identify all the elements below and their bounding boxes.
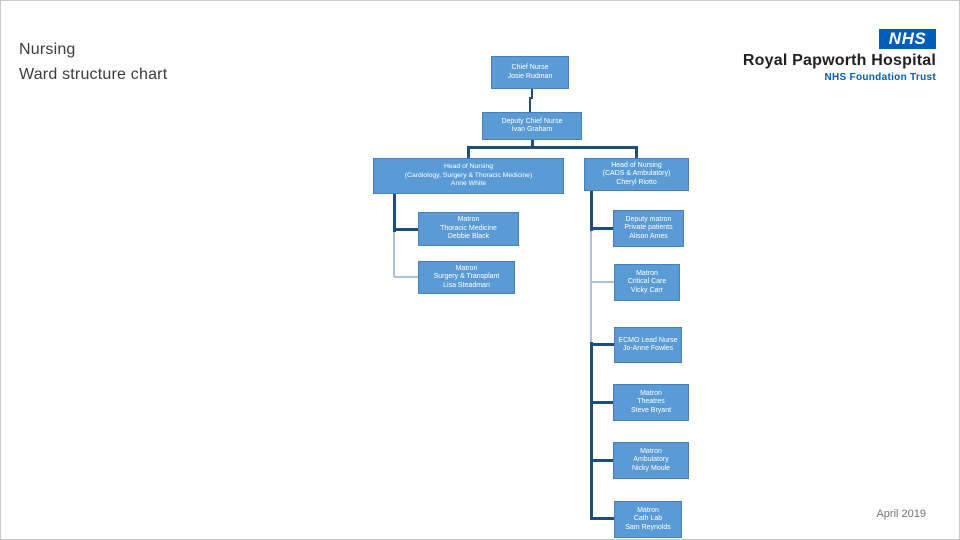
connector-split-left-stub	[467, 146, 470, 158]
node-person: Lisa Steadman	[443, 281, 490, 289]
connector-to-matron-cathlab	[590, 517, 614, 520]
node-person: Josie Rudman	[507, 72, 553, 80]
connector-right-branch-dark1	[590, 191, 593, 231]
org-node-matron-ambulatory: Matron Ambulatory Nicky Moule	[613, 442, 689, 479]
hospital-name: Royal Papworth Hospital	[742, 52, 936, 69]
page-title: Nursing Ward structure chart	[19, 37, 167, 87]
node-role: Matron	[455, 264, 478, 272]
org-node-matron-surgery: Matron Surgery & Transplant Lisa Steadma…	[418, 261, 515, 294]
connector-to-matron-ambulatory	[590, 459, 613, 462]
node-role: Matron	[640, 389, 662, 397]
trust-name: NHS Foundation Trust	[824, 72, 936, 83]
org-node-matron-theatres: Matron Theatres Steve Bryant	[613, 384, 689, 421]
connector-right-branch-light	[590, 231, 592, 344]
node-person: Anne White	[450, 180, 487, 188]
node-role: Matron	[457, 216, 480, 224]
connector-right-branch-dark2	[590, 342, 593, 520]
org-node-head-of-nursing-cads: Head of Nursing (CADS & Ambulatory) Cher…	[584, 158, 689, 191]
node-dept: Private patients	[624, 224, 673, 232]
connector-to-matron-thoracic	[393, 228, 418, 231]
connector-split-right-stub	[635, 146, 638, 158]
connector-to-deputy-matron	[590, 227, 613, 230]
nhs-logo: NHS Royal Papworth Hospital NHS Foundati…	[676, 29, 936, 83]
connector-left-branch-dark	[393, 194, 396, 232]
node-dept: Thoracic Medicine	[440, 224, 497, 232]
node-role: Matron	[637, 506, 659, 514]
node-person: Ivan Graham	[511, 126, 553, 133]
org-node-matron-thoracic: Matron Thoracic Medicine Debbie Black	[418, 212, 519, 246]
node-person: Alison Ames	[629, 232, 668, 240]
connector-chief-deputy-jog	[529, 97, 533, 99]
connector-to-matron-critical	[591, 281, 614, 283]
org-node-head-of-nursing-cardiology: Head of Nursing (Cardiology, Surgery & T…	[373, 158, 564, 194]
node-person: Debbie Black	[447, 233, 490, 241]
org-node-chief-nurse: Chief Nurse Josie Rudman	[491, 56, 569, 89]
page-title-line2: Ward structure chart	[19, 66, 168, 83]
nhs-logo-icon: NHS	[879, 29, 936, 49]
node-dept: Critical Care	[627, 278, 667, 286]
node-dept: (Cardiology, Surgery & Thoracic Medicine…	[404, 171, 533, 179]
connector-left-branch-light	[393, 232, 395, 277]
connector-to-ecmo	[590, 343, 614, 346]
org-node-ecmo-lead-nurse: ECMO Lead Nurse Jo-Anne Fowles	[614, 327, 682, 363]
node-dept: Cath Lab	[633, 515, 663, 523]
connector-split-horizontal	[467, 146, 638, 149]
connector-deputy-down	[531, 140, 534, 148]
node-person: Vicky Carr	[630, 286, 664, 294]
connector-to-matron-theatres	[590, 401, 613, 404]
node-dept: Theatres	[637, 398, 665, 406]
node-person: Jo-Anne Fowles	[622, 345, 674, 352]
node-role: Matron	[640, 447, 662, 455]
node-dept: Surgery & Transplant	[433, 273, 500, 281]
org-node-deputy-chief-nurse: Deputy Chief Nurse Ivan Graham	[482, 112, 582, 140]
node-person: Cheryl Riotto	[616, 178, 657, 186]
node-role: Deputy matron	[625, 215, 672, 223]
node-role: ECMO Lead Nurse	[618, 336, 678, 344]
node-dept: Ambulatory	[633, 456, 669, 464]
node-person: Nicky Moule	[631, 464, 671, 472]
connector-chief-deputy-v1	[531, 89, 533, 99]
org-node-matron-critical-care: Matron Critical Care Vicky Carr	[614, 264, 680, 301]
connector-to-matron-surgery	[394, 276, 418, 278]
node-role: Deputy Chief Nurse	[501, 117, 563, 125]
page-title-line1: Nursing	[19, 41, 76, 58]
node-person: Steve Bryant	[630, 406, 672, 414]
node-role: Matron	[636, 269, 658, 277]
org-node-deputy-matron-private: Deputy matron Private patients Alison Am…	[613, 210, 684, 247]
node-role: Chief Nurse	[511, 64, 549, 71]
slide-date: April 2019	[876, 508, 926, 520]
node-dept: (CADS & Ambulatory)	[602, 170, 671, 178]
node-role: Head of Nursing	[611, 161, 662, 169]
node-role: Head of Nursing	[443, 163, 494, 171]
connector-chief-deputy-v2	[529, 99, 531, 112]
node-person: Sam Reynolds	[625, 523, 671, 531]
org-node-matron-cath-lab: Matron Cath Lab Sam Reynolds	[614, 501, 682, 538]
